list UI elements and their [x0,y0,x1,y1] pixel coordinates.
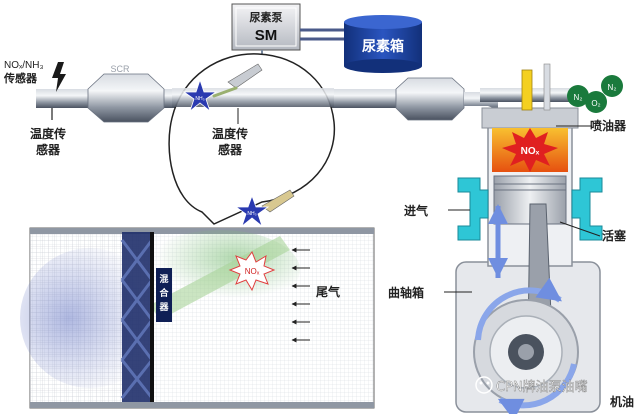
temp-sensor-left-line2: 感器 [36,142,61,157]
temp-sensor-left-line1: 温度传 [30,126,66,141]
molecules: N₂ O₂ N₂ [567,75,623,113]
rotation-arrow-top [475,277,562,341]
pump-label-cn: 尿素泵 [250,10,283,24]
nox-label-panel: NOₓ [245,267,260,276]
urea-pump: 尿素泵 SM [231,3,301,51]
mixer-label-2: 合 [159,287,169,299]
injector-label: 喷油器 [590,118,627,133]
molecule-n2-a: N₂ [574,93,583,102]
watermark-text: CPN牌油泵油嘴 [496,379,588,395]
nox-burst-panel [228,250,276,292]
mixer-label-1: 混 [159,273,168,285]
bubble-injector [227,63,263,89]
temp-sensor-left: 温度传 感器 [30,108,66,157]
nox-burst-engine [502,128,558,172]
nox-sensor: NOₓ/NH₃ 传感器 [3,60,66,92]
intake-port-right [571,177,603,241]
pump-to-tank-lines [300,28,344,41]
mixer: 混 合 器 [120,232,172,402]
scr-label: SCR [110,64,130,74]
piston-label: 活塞 [602,228,627,243]
pump-label-sm: SM [255,27,278,44]
tank-label: 尿素箱 [362,38,404,55]
mixer-label-3: 器 [158,302,169,313]
engine: NOₓ [455,63,603,414]
nh3-star-panel [234,194,270,228]
nox-sensor-label-bottom: 传感器 [3,71,38,85]
oil-label: 机油 [610,394,634,409]
exhaust-label: 尾气 [316,284,340,299]
fuel-injector [521,69,533,111]
temp-sensor-bubble-line1: 温度传 [212,126,248,141]
catalyst-panel: 混 合 器 NOₓ [20,227,375,409]
nh3-label-bubble: NH₃ [195,96,204,102]
urea-tank: 尿素箱 [344,15,422,73]
rotation-arrow-bottom [497,363,577,414]
molecule-o2: O₂ [591,99,600,108]
nox-sensor-label-top: NOₓ/NH₃ [4,60,44,71]
crankcase-label: 曲轴箱 [388,285,424,300]
nh3-label-panel: NH₃ [247,211,256,217]
magnifier-bubble: NH₃ 温度传 感器 [168,53,336,225]
molecule-n2-b: N₂ [608,83,617,92]
watermark: CPN牌油泵油嘴 [475,376,588,395]
intake-label: 进气 [404,203,428,218]
temp-sensor-bubble-line2: 感器 [218,142,243,157]
intake-port-left [457,177,489,241]
nox-label-engine: NOₓ [521,146,540,157]
nh3-star-bubble [182,78,218,113]
exhaust-flow-arrows [291,247,310,343]
nh3-star-panel-group: NH₃ [234,189,295,228]
